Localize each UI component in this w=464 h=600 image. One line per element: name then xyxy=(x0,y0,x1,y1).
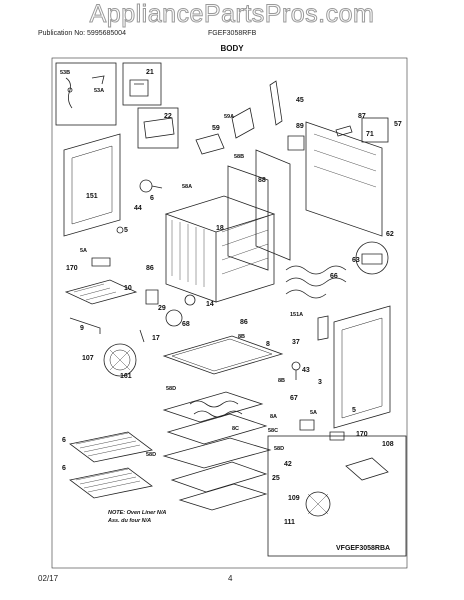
svg-text:42: 42 xyxy=(284,461,292,468)
svg-text:58D: 58D xyxy=(274,446,284,452)
svg-text:5A: 5A xyxy=(310,410,317,416)
svg-text:86: 86 xyxy=(240,319,248,326)
svg-text:67: 67 xyxy=(290,395,298,402)
svg-text:43: 43 xyxy=(302,367,310,374)
model-number: FGEF3058RFB xyxy=(208,30,257,37)
diagram-note-line2: Ass. du four N/A xyxy=(107,518,151,524)
diagram-note-line1: NOTE: Oven Liner N/A xyxy=(108,510,166,516)
svg-text:57: 57 xyxy=(394,121,402,128)
svg-text:8: 8 xyxy=(266,341,270,348)
svg-text:68: 68 xyxy=(182,321,190,328)
svg-text:170: 170 xyxy=(356,431,368,438)
svg-text:5: 5 xyxy=(352,407,356,414)
svg-text:86: 86 xyxy=(146,265,154,272)
diagram-code: VFGEF3058RBA xyxy=(336,545,390,552)
svg-text:29: 29 xyxy=(158,305,166,312)
svg-text:45: 45 xyxy=(296,97,304,104)
svg-text:161: 161 xyxy=(120,373,132,380)
svg-text:109: 109 xyxy=(288,495,300,502)
svg-text:44: 44 xyxy=(134,205,142,212)
svg-text:22: 22 xyxy=(164,113,172,120)
detail-box-21 xyxy=(122,62,162,106)
svg-text:53B: 53B xyxy=(60,70,70,76)
svg-text:58D: 58D xyxy=(166,386,176,392)
svg-text:10: 10 xyxy=(124,285,132,292)
detail-box-53 xyxy=(55,62,117,126)
svg-text:107: 107 xyxy=(82,355,94,362)
svg-text:17: 17 xyxy=(152,335,160,342)
svg-text:6: 6 xyxy=(62,437,66,444)
diagram-frame xyxy=(51,57,408,569)
publication-number: Publication No: 5995685004 xyxy=(38,30,126,37)
svg-text:8B: 8B xyxy=(238,334,245,340)
svg-text:151: 151 xyxy=(86,193,98,200)
svg-text:8B: 8B xyxy=(278,378,285,384)
svg-text:63: 63 xyxy=(352,257,360,264)
svg-text:88: 88 xyxy=(258,177,266,184)
footer-date: 02/17 xyxy=(38,574,59,583)
svg-text:59A: 59A xyxy=(224,114,234,120)
watermark: AppliancePartsPros.com xyxy=(89,0,375,29)
svg-text:108: 108 xyxy=(382,441,394,448)
svg-text:25: 25 xyxy=(272,475,280,482)
svg-text:89: 89 xyxy=(296,123,304,130)
svg-text:53A: 53A xyxy=(94,88,104,94)
svg-text:58C: 58C xyxy=(268,428,278,434)
svg-text:58D: 58D xyxy=(146,452,156,458)
svg-text:5: 5 xyxy=(124,227,128,234)
svg-text:58A: 58A xyxy=(182,184,192,190)
svg-text:170: 170 xyxy=(66,265,78,272)
detail-box-57 xyxy=(361,117,389,143)
svg-text:3: 3 xyxy=(318,379,322,386)
svg-text:59: 59 xyxy=(212,125,220,132)
svg-text:62: 62 xyxy=(386,231,394,238)
svg-text:6: 6 xyxy=(62,465,66,472)
svg-text:58B: 58B xyxy=(234,154,244,160)
svg-text:71: 71 xyxy=(366,131,374,138)
svg-text:18: 18 xyxy=(216,225,224,232)
svg-text:87: 87 xyxy=(358,113,366,120)
svg-text:6: 6 xyxy=(150,195,154,202)
svg-text:151A: 151A xyxy=(290,312,303,318)
svg-text:9: 9 xyxy=(80,325,84,332)
svg-text:8A: 8A xyxy=(270,414,277,420)
page-number: 4 xyxy=(228,574,233,583)
svg-text:14: 14 xyxy=(206,301,214,308)
svg-text:111: 111 xyxy=(284,519,295,526)
svg-text:8C: 8C xyxy=(232,426,239,432)
svg-text:66: 66 xyxy=(330,273,338,280)
svg-text:37: 37 xyxy=(292,339,300,346)
svg-text:21: 21 xyxy=(146,69,154,76)
detail-box-108 xyxy=(267,435,407,557)
detail-box-22 xyxy=(137,107,179,149)
svg-text:5A: 5A xyxy=(80,248,87,254)
section-title: BODY xyxy=(220,44,244,53)
